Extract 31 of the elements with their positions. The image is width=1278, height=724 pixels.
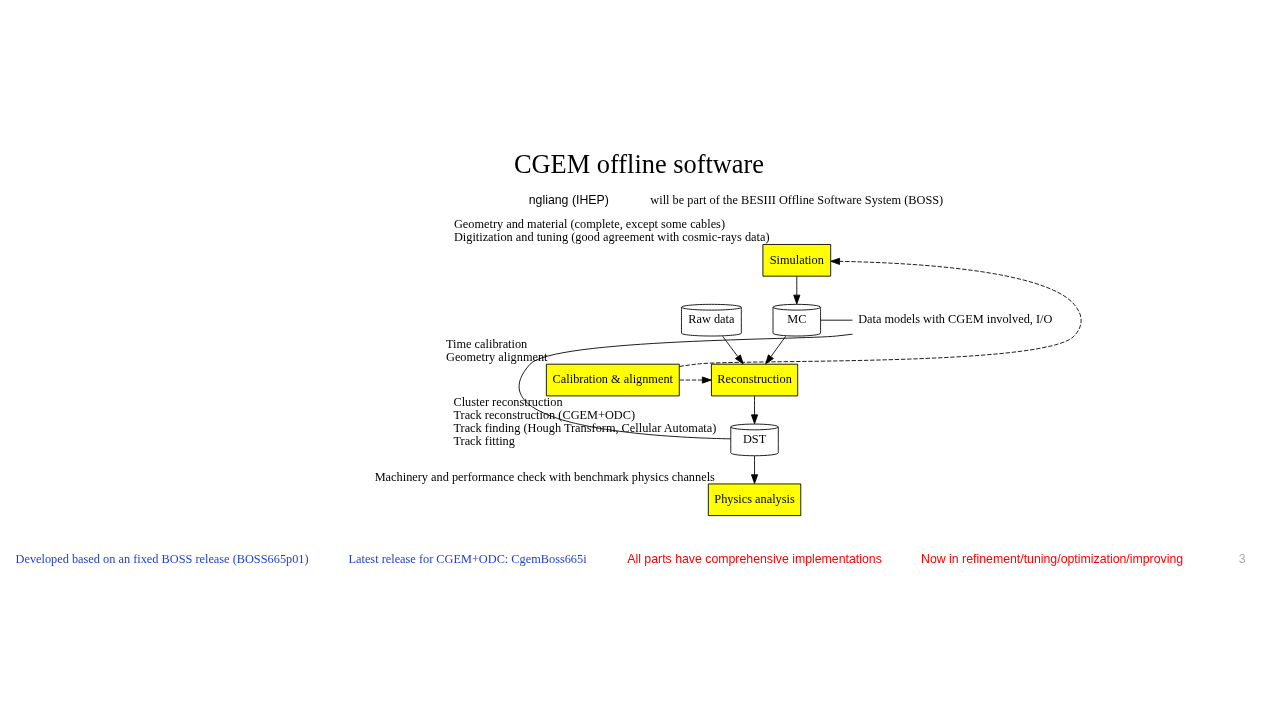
arrow: [793, 276, 801, 305]
node-box: Calibration & alignment: [545, 363, 680, 397]
arrow: [765, 335, 787, 365]
node-label: Geometry and material (complete, except some cables): [453, 216, 726, 231]
label: Now in refinement/tuning/optimization/improving: [921, 551, 1184, 566]
label: ngliang (IHEP): [528, 192, 609, 207]
node-label: Digitization and tuning (good agreement with cosmic-rays data): [453, 230, 770, 245]
arrow: [678, 257, 1082, 367]
connector: [519, 333, 853, 440]
arrow: [751, 395, 759, 425]
arrow: [679, 376, 712, 384]
arrow: [722, 335, 744, 365]
label: 3: [1238, 551, 1246, 566]
node-label: Time calibration: [445, 336, 528, 351]
node-label: Cluster reconstruction: [453, 394, 563, 409]
diagram-title: CGEM offline software: [513, 149, 765, 180]
connector: [820, 319, 853, 321]
node-label: Geometry alignment: [445, 349, 548, 364]
node-box: Physics analysis: [707, 483, 802, 517]
node-label: Track finding (Hough Transform, Cellular Automata): [453, 421, 717, 436]
node-label: Track reconstruction (CGEM+ODC): [453, 407, 636, 422]
label: will be part of the BESIII Offline Software System (BOSS): [650, 192, 944, 207]
node-label: Machinery and performance check with benchmark physics channels: [374, 469, 715, 484]
node-label: Track fitting: [453, 434, 515, 449]
label: All parts have comprehensive implementations: [627, 551, 882, 566]
label: Latest release for CGEM+ODC: CgemBoss665i: [348, 551, 587, 566]
node-box: Reconstruction: [710, 363, 799, 397]
node-text: Data models with CGEM involved, I/O: [858, 312, 1053, 327]
node-box: Simulation: [762, 244, 832, 277]
label: Developed based on an fixed BOSS release (BOSS665p01): [15, 551, 309, 566]
arrow: [751, 455, 759, 484]
